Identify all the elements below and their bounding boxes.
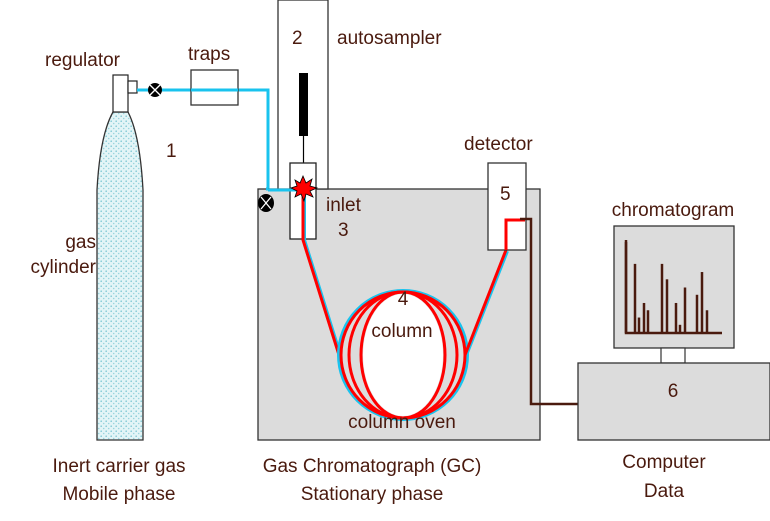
traps-box <box>190 69 239 106</box>
chromatogram-label: chromatogram <box>612 200 735 221</box>
column-coil <box>301 196 509 421</box>
computer-box <box>577 362 770 441</box>
syringe-barrel <box>299 73 308 136</box>
inlet-label: inlet <box>326 195 362 216</box>
caption-middle-line1: Gas Chromatograph (GC) <box>263 456 482 477</box>
column-number: 4 <box>398 289 409 310</box>
regulator-body <box>112 74 129 113</box>
monitor-stand <box>660 347 686 364</box>
column-oven-label: column oven <box>348 412 456 433</box>
gas-label: gas <box>65 232 96 253</box>
caption-left-line2: Mobile phase <box>62 484 175 505</box>
caption-right-line2: Data <box>644 481 685 502</box>
caption-left-line1: Inert carrier gas <box>52 456 185 477</box>
caption-right-line1: Computer <box>622 452 706 473</box>
cylinder-label: cylinder <box>31 257 97 278</box>
computer-number: 6 <box>668 381 679 402</box>
valve-icon <box>258 194 274 212</box>
signal-cable <box>520 217 578 406</box>
regulator-label: regulator <box>45 50 121 71</box>
regulator-outlet <box>127 80 138 94</box>
valve-icon <box>148 83 162 97</box>
caption-middle-line2: Stationary phase <box>301 484 444 505</box>
gas-cylinder <box>96 74 144 441</box>
traps-label: traps <box>188 44 230 65</box>
detector-number: 5 <box>500 184 511 205</box>
column-center <box>363 294 443 416</box>
column-label: column <box>371 321 432 342</box>
injection-burst-icon <box>289 174 319 203</box>
autosampler-number: 2 <box>292 28 303 49</box>
cylinder-body <box>96 111 144 441</box>
monitor <box>613 225 735 349</box>
inlet-number: 3 <box>338 220 349 241</box>
autosampler-label: autosampler <box>337 28 442 49</box>
chromatogram-plot <box>624 240 722 335</box>
detector-label: detector <box>464 134 533 155</box>
cylinder-number: 1 <box>166 141 177 162</box>
